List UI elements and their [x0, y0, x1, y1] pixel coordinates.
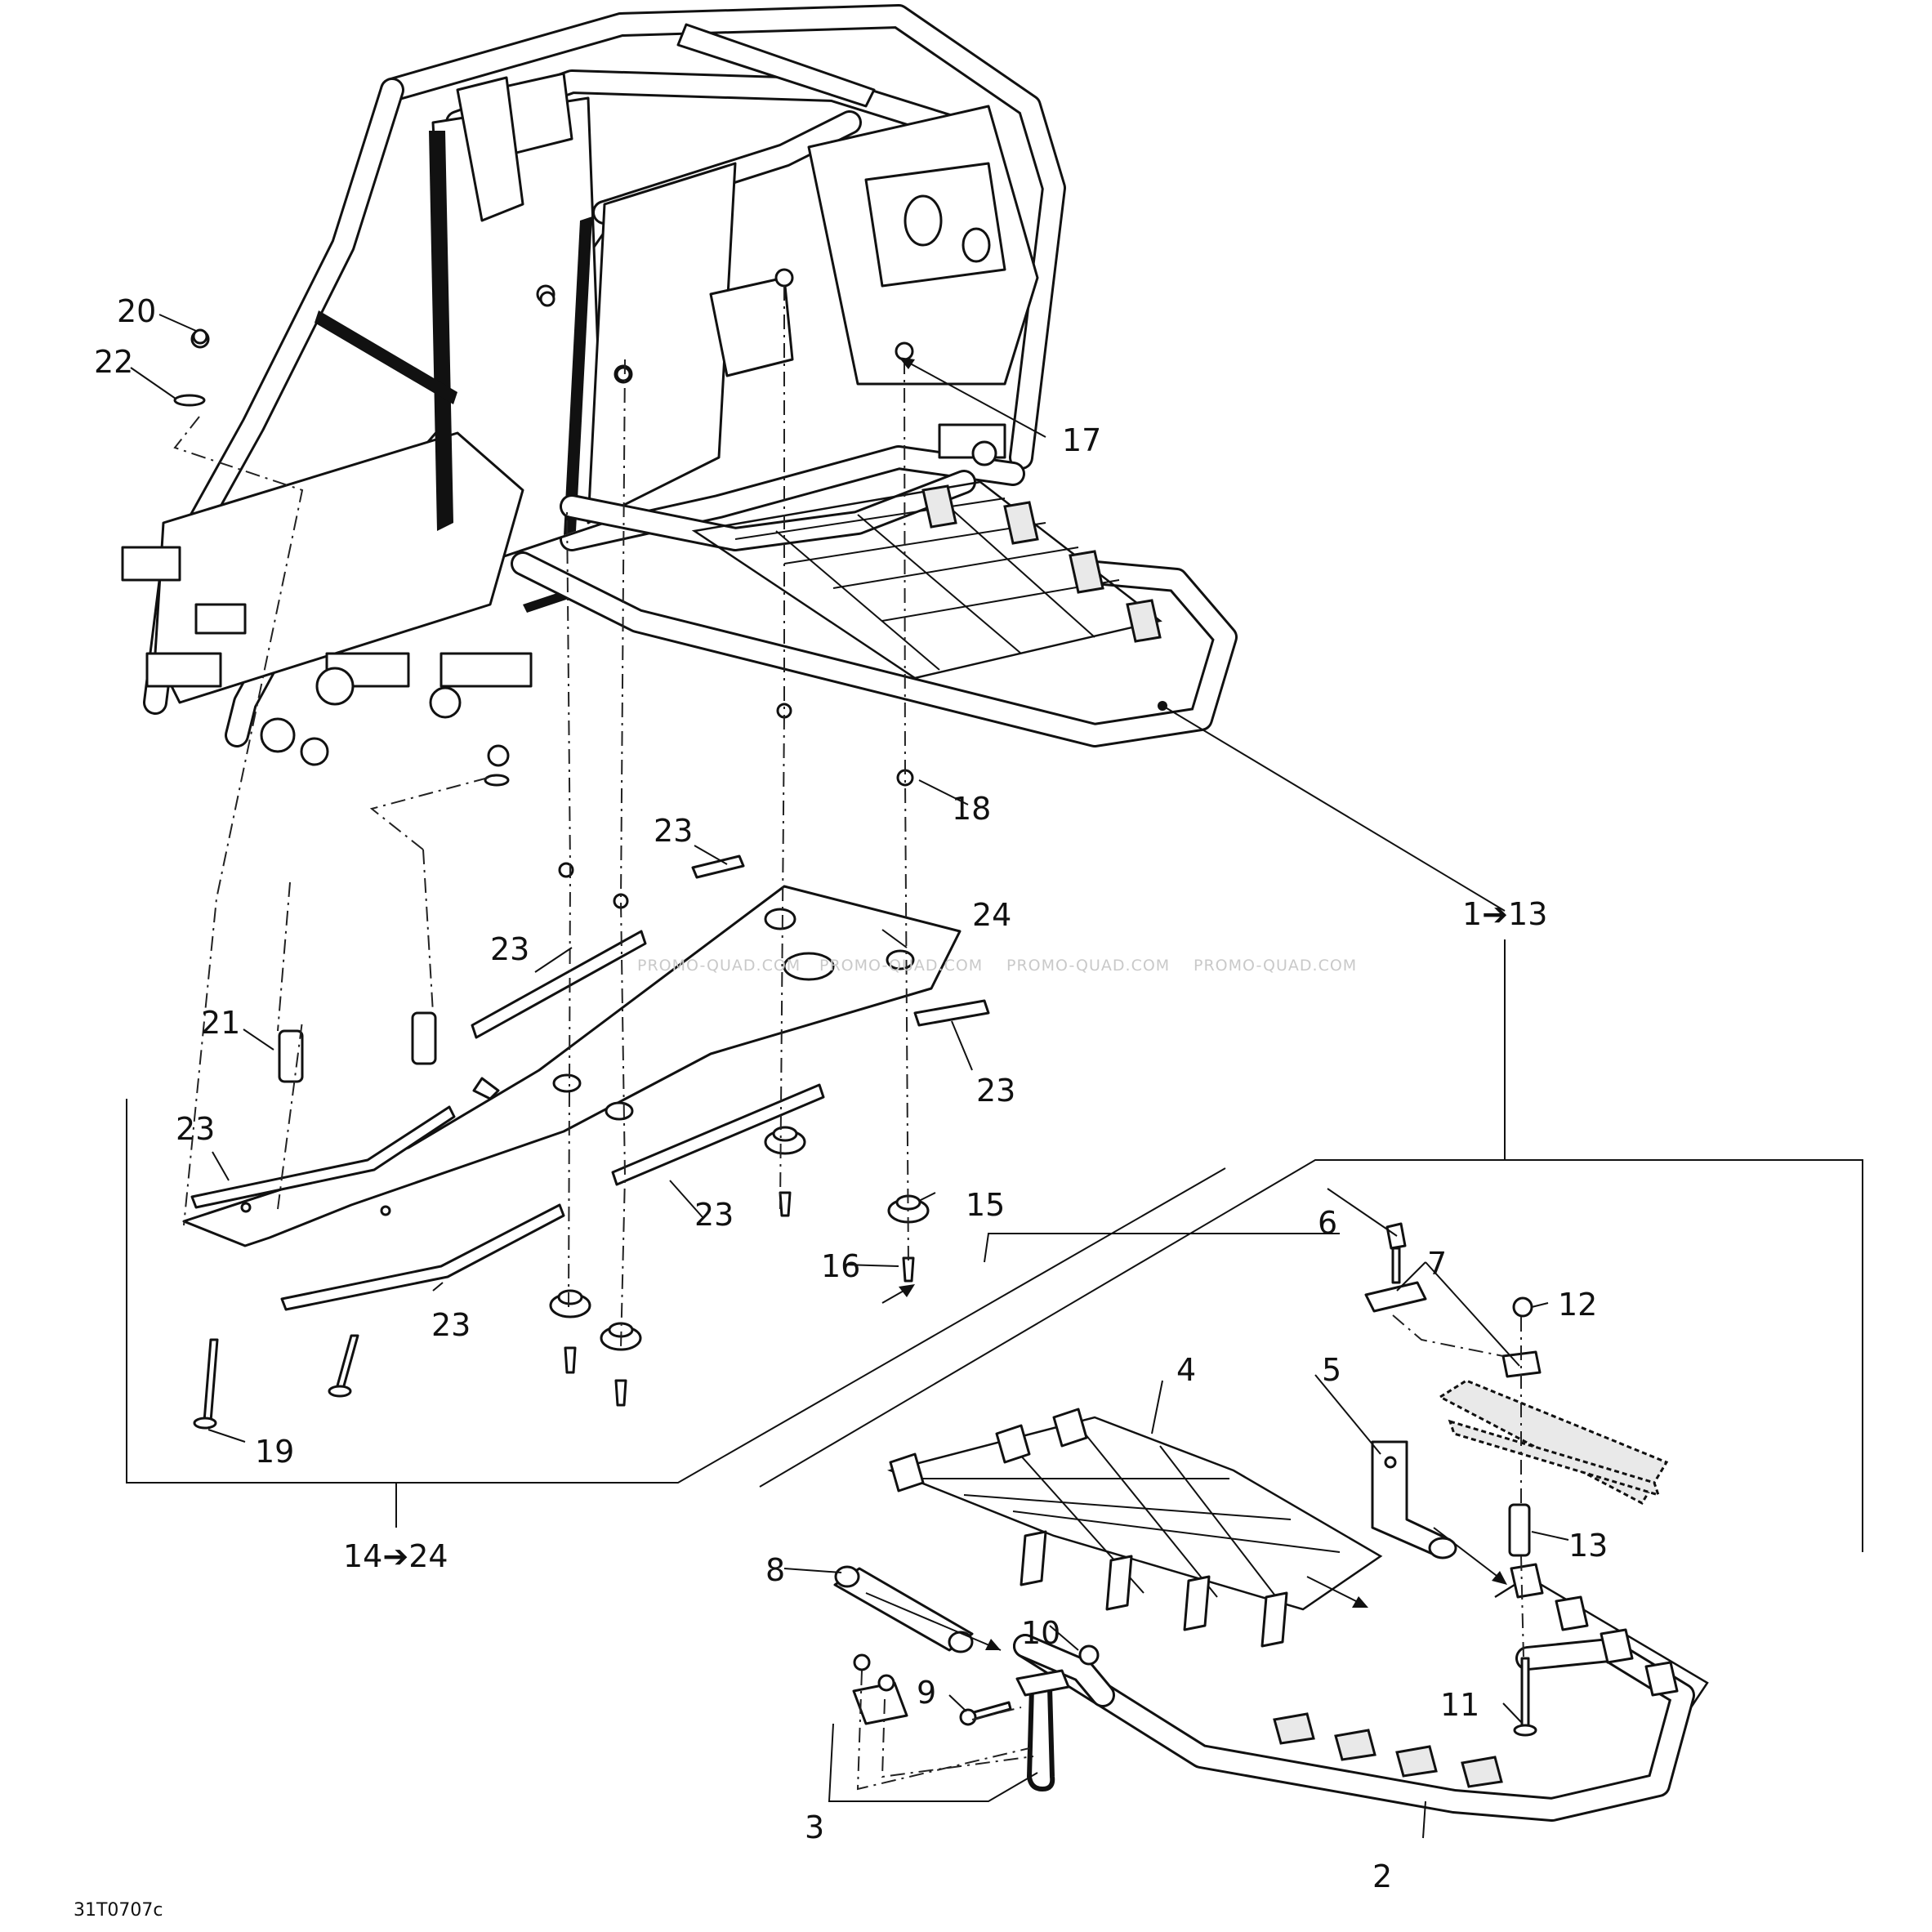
callout-2: 2: [1372, 1858, 1392, 1894]
watermark-1: PROMO-QUAD.COM: [637, 957, 801, 975]
callout-22: 22: [94, 344, 133, 380]
leader-lines: [126, 314, 1863, 1839]
callout-19: 19: [255, 1434, 294, 1470]
wear-strip-6: [280, 1203, 565, 1311]
watermark-3: PROMO-QUAD.COM: [1006, 957, 1170, 975]
vehicle-frame: [121, 4, 1238, 787]
footrest-assembly: [833, 1222, 1709, 1822]
callout-8: 8: [765, 1552, 785, 1588]
callout-11: 11: [1440, 1687, 1479, 1723]
callout-23-e: 23: [694, 1197, 734, 1233]
callout-6: 6: [1318, 1205, 1337, 1241]
wear-strips: [190, 854, 990, 1311]
wear-strip-3: [913, 999, 990, 1027]
spacer-right: [411, 1011, 437, 1065]
callout-4: 4: [1176, 1352, 1196, 1388]
group-label-14-24: 14➔24: [343, 1538, 448, 1574]
callout-23-a: 23: [654, 813, 693, 849]
callout-23-c: 23: [976, 1073, 1015, 1109]
callout-23-f: 23: [431, 1307, 471, 1343]
callout-labels: 20 22 17 18 23 23 23 23 23 23 24 21 15 1…: [94, 293, 1608, 1894]
diagram-code: 31T0707c: [74, 1900, 163, 1921]
spacer-left: [278, 1029, 304, 1083]
callout-7: 7: [1427, 1246, 1447, 1282]
callout-23-b: 23: [490, 931, 529, 967]
callout-21: 21: [201, 1005, 240, 1041]
callout-3: 3: [805, 1809, 824, 1845]
callout-5: 5: [1322, 1352, 1341, 1388]
wear-strip-5: [190, 1105, 456, 1209]
group-label-1-13: 1➔13: [1462, 896, 1547, 932]
watermark-2: PROMO-QUAD.COM: [819, 957, 983, 975]
callout-13: 13: [1568, 1528, 1608, 1564]
wear-strip-2: [471, 930, 647, 1039]
callout-18: 18: [952, 791, 991, 827]
watermark-4: PROMO-QUAD.COM: [1194, 957, 1357, 975]
skid-plate: [182, 885, 962, 1247]
assembly-lines: [173, 286, 1524, 1791]
callout-16: 16: [821, 1248, 860, 1284]
lower-fasteners: [173, 291, 930, 1430]
callout-12: 12: [1558, 1287, 1597, 1323]
callout-23-d: 23: [176, 1111, 215, 1147]
callout-17: 17: [1062, 422, 1101, 458]
wear-strip-1: [691, 854, 745, 879]
callout-9: 9: [917, 1675, 936, 1711]
wear-strip-4: [611, 1083, 825, 1186]
direction-arrows: [865, 357, 1507, 1651]
callout-24: 24: [972, 897, 1011, 933]
callout-10: 10: [1021, 1615, 1060, 1651]
callout-15: 15: [966, 1187, 1005, 1223]
callout-20: 20: [117, 293, 156, 329]
